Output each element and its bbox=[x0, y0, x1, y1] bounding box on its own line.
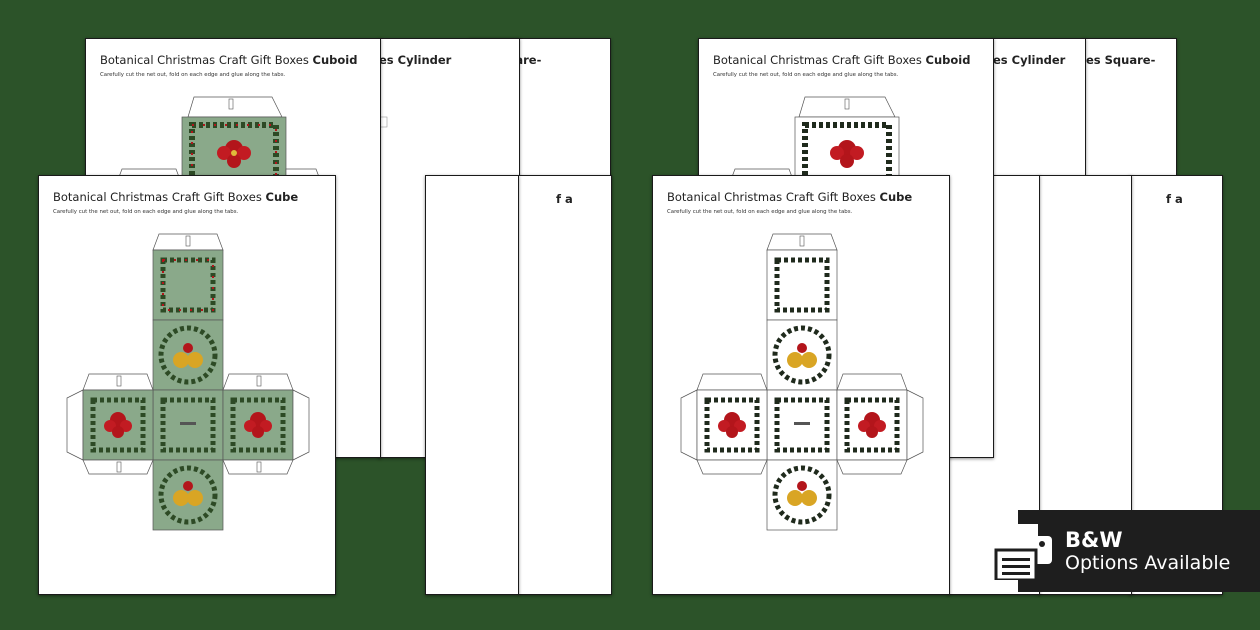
sheet-fragment-title: f a bbox=[1166, 192, 1183, 206]
bw-options-badge: B&W Options Available bbox=[980, 510, 1260, 592]
sheet-fragment-title: f a bbox=[556, 192, 573, 206]
sheet-cube: Botanical Christmas Craft Gift Boxes Cub… bbox=[38, 175, 336, 595]
sheet-instructions: Carefully cut the net out, fold on each … bbox=[667, 209, 853, 215]
sheet-fragment-title: es Cylinder bbox=[993, 53, 1066, 67]
sheet-title: Botanical Christmas Craft Gift Boxes Cub… bbox=[667, 190, 913, 204]
sheet-title: Botanical Christmas Craft Gift Boxes Cub… bbox=[53, 190, 299, 204]
sheet-instructions: Carefully cut the net out, fold on each … bbox=[53, 209, 239, 215]
sheet-fragment-title: es Cylinder bbox=[379, 53, 452, 67]
cube-net bbox=[66, 233, 310, 531]
printer-icon bbox=[980, 524, 1052, 580]
sheet-title: Botanical Christmas Craft Gift Boxes Cub… bbox=[100, 53, 358, 67]
badge-title: B&W bbox=[1065, 528, 1123, 552]
sheet-fragment-title: es Square- bbox=[1086, 53, 1156, 67]
cube-net-bw bbox=[680, 233, 924, 531]
sheet-triangular: gular bbox=[425, 175, 519, 595]
badge-subtitle: Options Available bbox=[1065, 552, 1231, 574]
cylinder-net bbox=[379, 116, 388, 128]
sheet-cube-bw: Botanical Christmas Craft Gift Boxes Cub… bbox=[652, 175, 950, 595]
sheet-instructions: Carefully cut the net out, fold on each … bbox=[100, 72, 286, 78]
sheet-instructions: Carefully cut the net out, fold on each … bbox=[713, 72, 899, 78]
sheet-title: Botanical Christmas Craft Gift Boxes Cub… bbox=[713, 53, 971, 67]
